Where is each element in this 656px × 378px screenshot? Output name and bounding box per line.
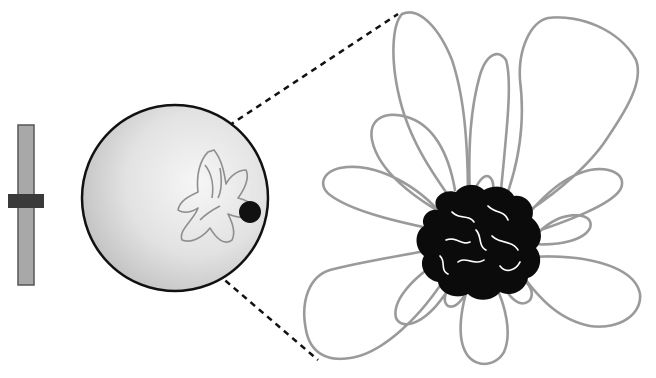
lobe-top-left [393, 12, 468, 205]
lobe-right-inner [532, 215, 591, 244]
marker-dot [239, 201, 261, 223]
dark-core [417, 185, 541, 300]
sphere [82, 105, 268, 291]
dark-core-mass [417, 185, 541, 300]
rod-slider-tab [8, 194, 44, 208]
rod-with-slider [8, 125, 44, 285]
lobe-left [323, 167, 438, 228]
lobe-top-right [505, 17, 638, 210]
